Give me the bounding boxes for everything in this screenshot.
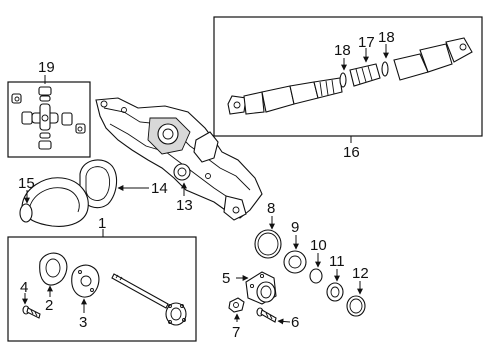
callout-18-right: 18	[378, 29, 395, 46]
bearing-11	[326, 269, 344, 302]
u-joint-cross	[31, 103, 59, 131]
axle-shaft-group	[7, 229, 197, 342]
retainer-3	[71, 264, 100, 313]
leader-6	[277, 318, 291, 325]
axle-shaft	[111, 273, 187, 326]
axle-shaft-box	[7, 236, 197, 342]
bearing-cup-left	[11, 93, 33, 125]
gasket-2	[39, 252, 68, 297]
seal-8	[254, 216, 282, 259]
callout-8: 8	[267, 200, 275, 217]
callout-7: 7	[232, 324, 240, 341]
callout-19: 19	[38, 59, 55, 76]
bearing-9	[283, 235, 307, 274]
drive-shaft	[227, 37, 473, 115]
callout-16: 16	[343, 144, 360, 161]
bolt-6	[256, 307, 291, 325]
u-joint-kit-box	[7, 81, 91, 158]
boot	[349, 63, 381, 87]
callout-12: 12	[352, 265, 369, 282]
hub-flange-5	[236, 271, 277, 305]
drive-shaft-box	[213, 16, 483, 137]
snap-ring-right	[381, 61, 389, 77]
callout-10: 10	[310, 237, 327, 254]
bolt-4	[22, 293, 41, 319]
callout-3: 3	[79, 314, 87, 331]
drive-shaft-group	[213, 16, 483, 143]
callout-6: 6	[291, 314, 299, 331]
callout-13: 13	[176, 197, 193, 214]
bearing-cup-right	[61, 112, 86, 134]
differential-cover	[19, 177, 89, 227]
callout-4: 4	[20, 279, 28, 296]
callout-14: 14	[151, 180, 168, 197]
callout-15: 15	[18, 175, 35, 192]
callout-5: 5	[222, 270, 230, 287]
u-joint-kit-group	[7, 75, 91, 158]
bearing-cup-bottom	[38, 132, 52, 150]
differential-gasket	[79, 159, 149, 209]
seal-12	[346, 281, 366, 317]
callout-11: 11	[329, 253, 345, 270]
callout-2: 2	[45, 297, 53, 314]
ring-10	[309, 253, 323, 284]
bearing-cup-top	[38, 86, 52, 102]
callout-9: 9	[291, 219, 299, 236]
callout-17: 17	[358, 34, 375, 51]
axle-housing	[95, 97, 263, 221]
callout-1: 1	[98, 215, 106, 232]
nut-7	[228, 297, 245, 322]
snap-ring-left	[339, 72, 347, 88]
callout-18-left: 18	[334, 42, 351, 59]
